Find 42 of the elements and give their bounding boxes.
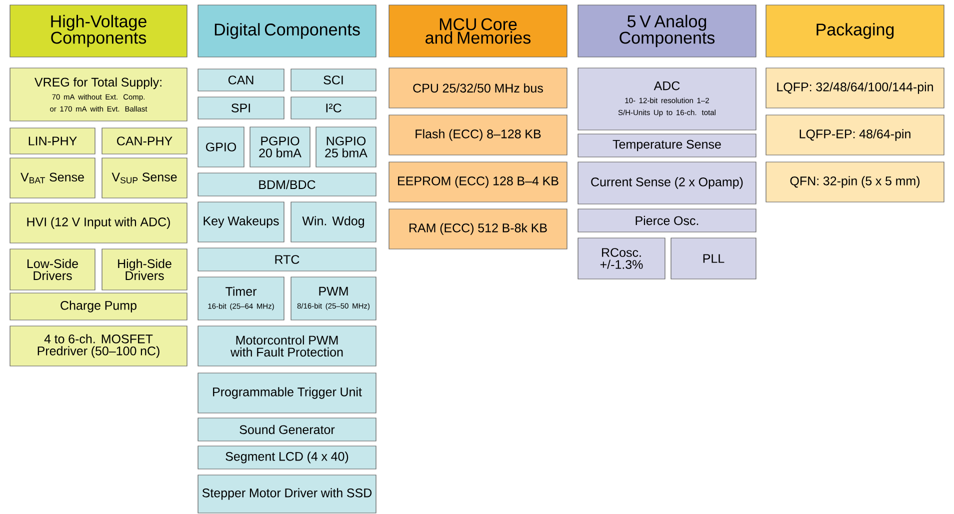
- module-box: Low-Side Drivers: [10, 248, 96, 290]
- module-box: LQFP: 32/48/64/100/144-pin: [766, 68, 944, 108]
- module-box: RAM (ECC) 512 B-8k KB: [388, 208, 568, 250]
- module-box: Charge Pump: [10, 292, 188, 320]
- module-box: Programmable Trigger Unit: [198, 372, 376, 414]
- column-header: Digital Components: [198, 4, 376, 58]
- module-box: RTC: [198, 248, 376, 272]
- module-box: I²C: [290, 96, 376, 120]
- module-box: Current Sense (2 x Opamp): [578, 162, 756, 204]
- module-box: Segment LCD (4 x 40): [198, 446, 376, 470]
- module-box: CPU 25/32/50 MHz bus: [388, 68, 568, 108]
- module-box: Sound Generator: [198, 418, 376, 442]
- module-box: LQFP-EP: 48/64-pin: [766, 114, 944, 156]
- module-box: LIN-PHY: [10, 128, 96, 154]
- module-box: HVI (12 V Input with ADC): [10, 202, 188, 244]
- module-box: CAN: [198, 68, 284, 92]
- column-header: 5 V Analog Components: [578, 4, 756, 58]
- module-box: SPI: [198, 96, 284, 120]
- module-box: CAN-PHY: [102, 128, 188, 154]
- module-box: High-Side Drivers: [102, 248, 188, 290]
- module-box: 4 to 6-ch. MOSFET Predriver (50–100 nC): [10, 326, 188, 366]
- module-box: SCI: [290, 68, 376, 92]
- module-box: PLL: [670, 238, 756, 280]
- module-box: RCosc. +/-1.3%: [578, 238, 666, 280]
- module-box: QFN: 32-pin (5 x 5 mm): [766, 162, 944, 202]
- module-box: EEPROM (ECC) 128 B–4 KB: [388, 162, 568, 202]
- column-header: Packaging: [766, 4, 944, 58]
- module-box: PGPIO 20 bmA: [250, 126, 310, 168]
- module-box: GPIO: [198, 126, 244, 168]
- module-box: Key Wakeups: [198, 202, 284, 242]
- column-header: High-Voltage Components: [10, 4, 188, 58]
- column-header: MCU Core and Memories: [388, 4, 568, 58]
- module-box: Flash (ECC) 8–128 KB: [388, 114, 568, 156]
- module-box: Pierce Osc.: [578, 208, 756, 232]
- module-box: V$_{SUP}$ Sense: [102, 158, 188, 198]
- module-box: Temperature Sense: [578, 134, 756, 158]
- module-box: Motorcontrol PWM with Fault Protection: [198, 326, 376, 366]
- module-box: Stepper Motor Driver with SSD: [198, 474, 376, 514]
- module-box: BDM/BDC: [198, 172, 376, 196]
- module-box: V$_{BAT}$ Sense: [10, 158, 96, 198]
- module-box: Win. Wdog: [290, 202, 376, 242]
- module-box: NGPIO 25 bmA: [316, 126, 376, 168]
